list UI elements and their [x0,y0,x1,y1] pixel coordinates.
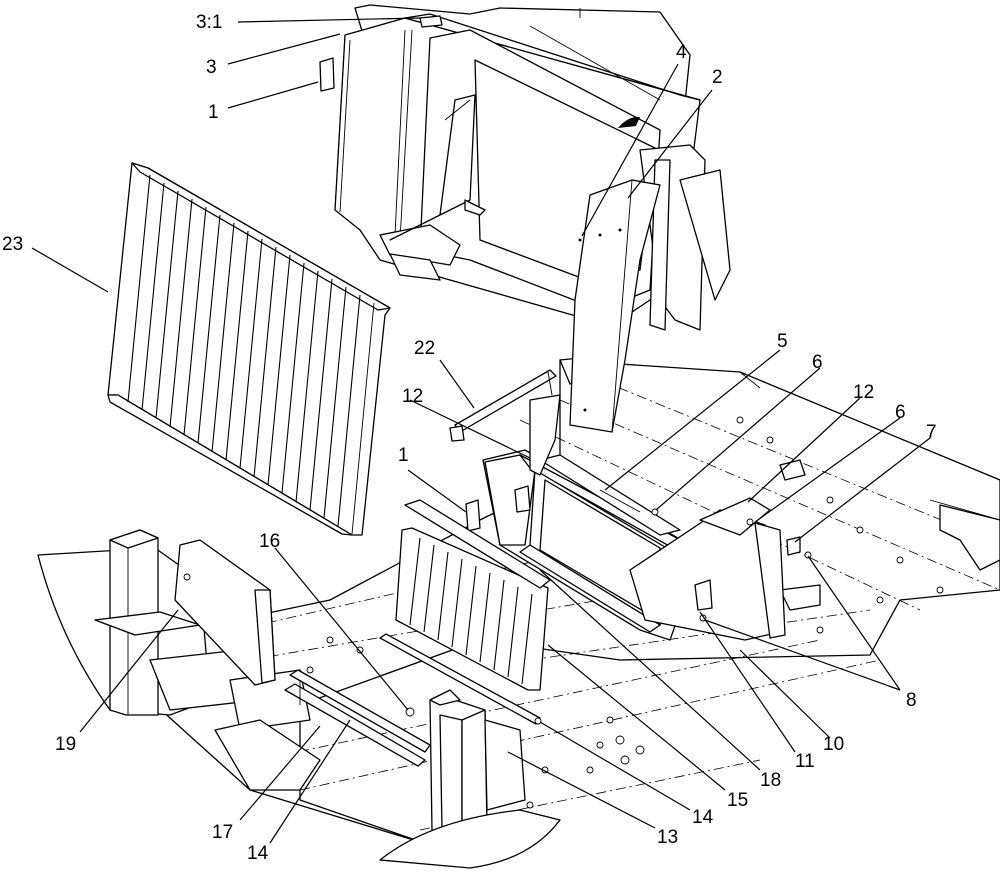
callout-1: 1 [398,445,409,466]
callout-8: 8 [906,690,917,711]
callout-23: 23 [2,234,23,255]
cross-bar-22 [449,369,557,442]
callout-12: 12 [402,386,423,407]
callout-16: 16 [259,531,280,552]
lower-grille-15 [395,499,551,691]
side-panel-2 [569,179,661,433]
callout-6: 6 [812,352,823,373]
callout-19: 19 [55,734,76,755]
callout-5: 5 [777,331,788,352]
callout-3-1: 3:1 [196,12,222,33]
hood-shroud-3 [319,4,731,331]
callout-18: 18 [760,770,781,791]
right-post-13 [379,689,561,869]
callout-14: 14 [247,843,269,864]
leader-lines [31,17,931,844]
callout-6: 6 [895,402,906,423]
callout-1: 1 [208,102,219,123]
callout-3: 3 [206,57,217,78]
callout-13: 13 [657,827,678,848]
callout-12: 12 [853,382,874,403]
callout-2: 2 [712,67,723,88]
plate-19 [174,539,276,686]
callout-22: 22 [414,338,435,359]
callout-labels: 3:1 3 1 4 2 23 22 5 6 12 12 6 7 1 16 8 1… [2,12,937,864]
callout-7: 7 [926,422,937,443]
callout-4: 4 [676,42,687,63]
callout-15: 15 [727,790,748,811]
rods-14-17 [284,633,542,767]
front-grille-23 [107,162,391,536]
callout-11: 11 [795,751,815,772]
left-fender-post [37,529,321,791]
lower-box-frame [482,394,786,641]
callout-17: 17 [212,822,233,843]
callout-10: 10 [823,734,844,755]
small-parts [465,499,812,559]
callout-14: 14 [692,807,714,828]
